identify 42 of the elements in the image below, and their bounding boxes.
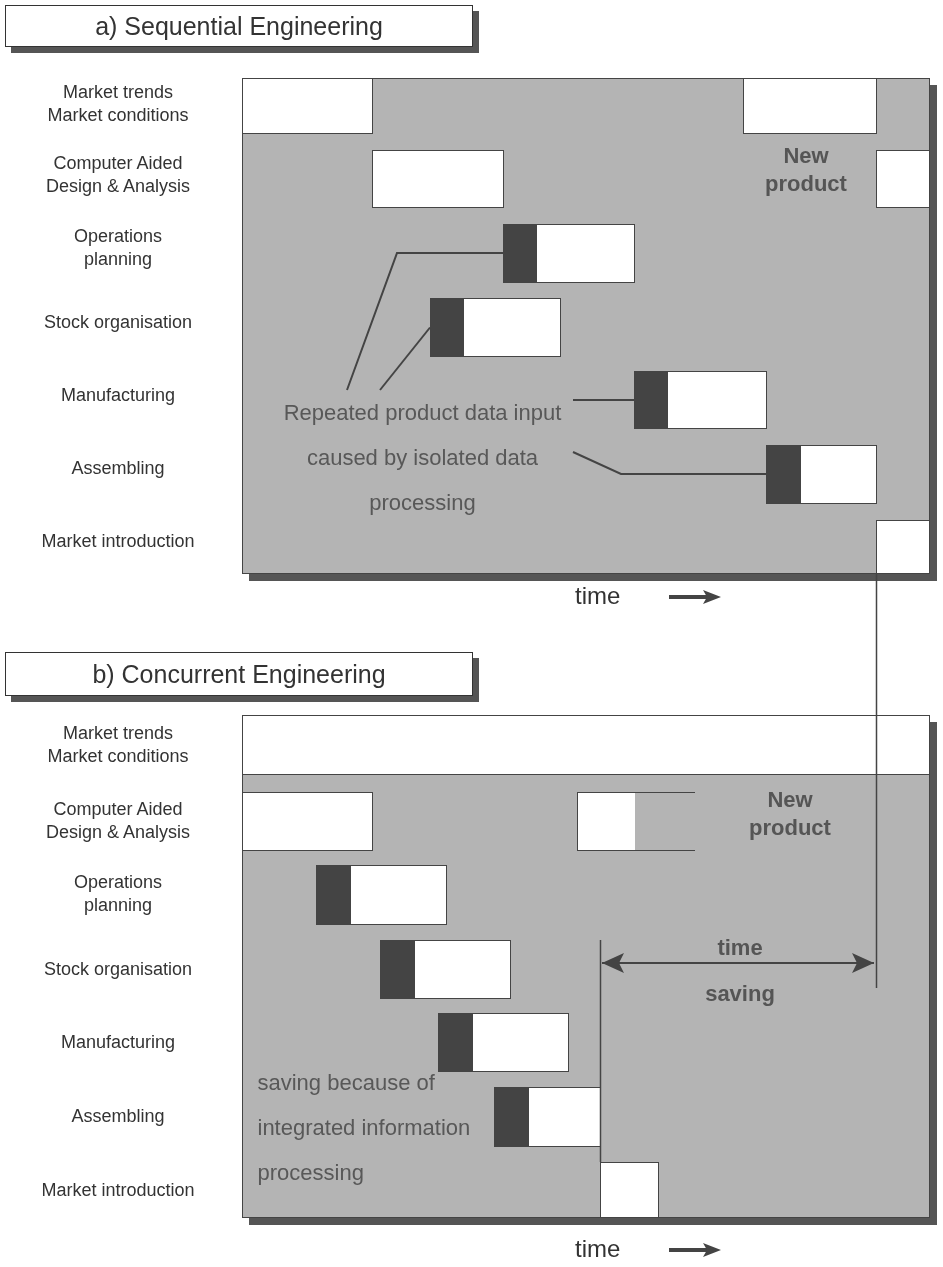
row-label: Manufacturing [59, 1030, 177, 1054]
annotation-label: New product [764, 142, 848, 198]
row-label: Assembling [70, 456, 166, 480]
task-bar [437, 1012, 569, 1072]
row-label: Market trends Market conditions [46, 81, 190, 127]
task-bar [742, 77, 877, 134]
task-bar [765, 444, 877, 504]
task-bar [576, 791, 695, 851]
task-bar [633, 370, 767, 429]
task-bar [493, 1086, 601, 1147]
axis-label: time [575, 582, 621, 610]
row-label: Computer Aided Design & Analysis [44, 152, 192, 198]
row-label: Stock organisation [42, 957, 194, 981]
leader-line [346, 252, 504, 391]
task-bar [599, 1161, 659, 1218]
leader-line [572, 451, 767, 475]
row-label: Market introduction [40, 529, 196, 553]
task-bar [371, 149, 504, 208]
row-label: Assembling [70, 1104, 166, 1128]
row-label: Stock organisation [42, 310, 194, 334]
annotation-text: Repeated product data input caused by isolated data processing [272, 389, 573, 530]
annotation-label: New product [748, 786, 832, 842]
annotation-label: time saving [704, 934, 776, 1008]
row-label: Operations planning [72, 225, 164, 271]
task-bar [875, 519, 930, 574]
task-bar [875, 149, 930, 208]
row-label: Computer Aided Design & Analysis [44, 798, 192, 844]
row-label: Operations planning [72, 871, 164, 917]
task-bar [379, 939, 511, 999]
leader-line [572, 399, 635, 401]
row-label: Manufacturing [59, 383, 177, 407]
task-bar [502, 223, 635, 283]
annotation-text: saving because of integrated information processing [257, 1059, 498, 1205]
row-label: Market trends Market conditions [46, 722, 190, 768]
row-label: Market introduction [40, 1178, 196, 1202]
leader-line [379, 326, 431, 391]
task-bar [315, 864, 447, 925]
task-bar [241, 714, 930, 775]
task-bar [241, 791, 373, 851]
task-bar [241, 77, 373, 134]
axis-label: time [575, 1235, 621, 1263]
task-bar [429, 297, 561, 357]
